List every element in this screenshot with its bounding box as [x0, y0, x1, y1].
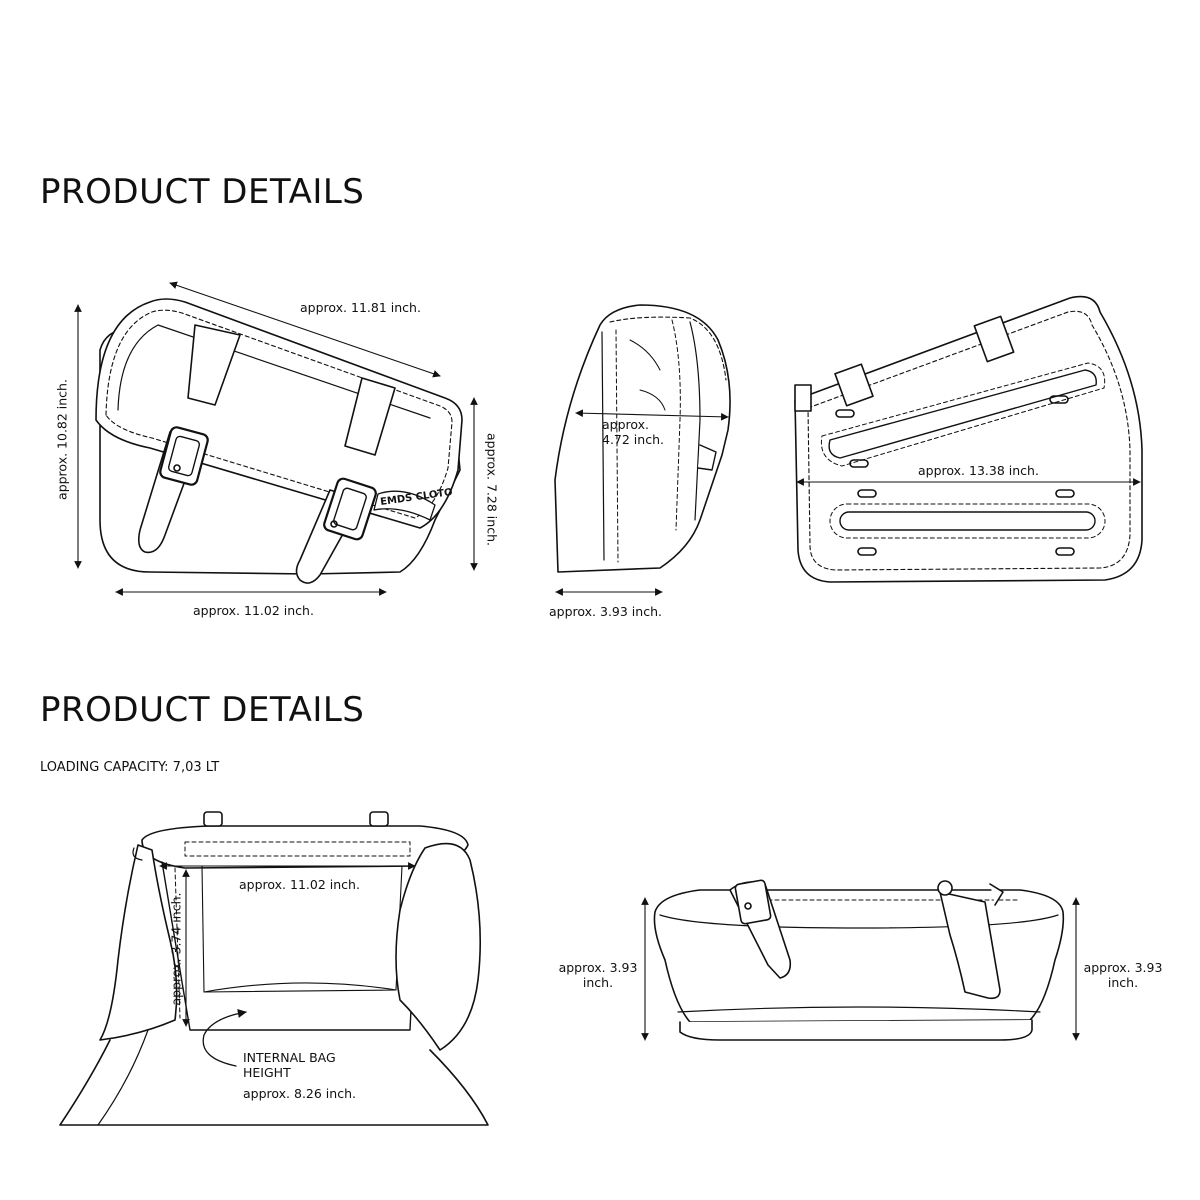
dim-inner-height: approx. 3.74 inch. [168, 892, 184, 1006]
section-heading-2: PRODUCT DETAILS [40, 690, 365, 730]
loading-capacity: LOADING CAPACITY: 7,03 LT [40, 760, 220, 775]
section-heading-1: PRODUCT DETAILS [40, 172, 365, 212]
dim-front-bottom: approx. 11.02 inch. [193, 603, 314, 618]
dim-side-depth: approx. 4.72 inch. [602, 417, 664, 447]
front-view-bag [74, 281, 478, 596]
dim-front-top: approx. 11.81 inch. [300, 300, 421, 315]
top-view-bag [641, 879, 1080, 1041]
dim-top-right-height: approx. 3.93 inch. [1083, 960, 1163, 990]
back-view-bag [794, 295, 1143, 583]
open-bag-view [59, 811, 489, 1126]
internal-bag-label: INTERNAL BAG HEIGHT [243, 1050, 336, 1080]
dim-back-width: approx. 13.38 inch. [918, 463, 1039, 478]
dim-front-side-height: approx. 7.28 inch. [484, 433, 500, 546]
internal-bag-value: approx. 8.26 inch. [243, 1086, 356, 1101]
dim-inner-width: approx. 11.02 inch. [239, 877, 360, 892]
dim-top-left-height: approx. 3.93 inch. [558, 960, 638, 990]
dim-side-bottom: approx. 3.93 inch. [549, 604, 662, 619]
side-view-bag [554, 304, 731, 596]
dim-front-height: approx. 10.82 inch. [54, 379, 70, 500]
